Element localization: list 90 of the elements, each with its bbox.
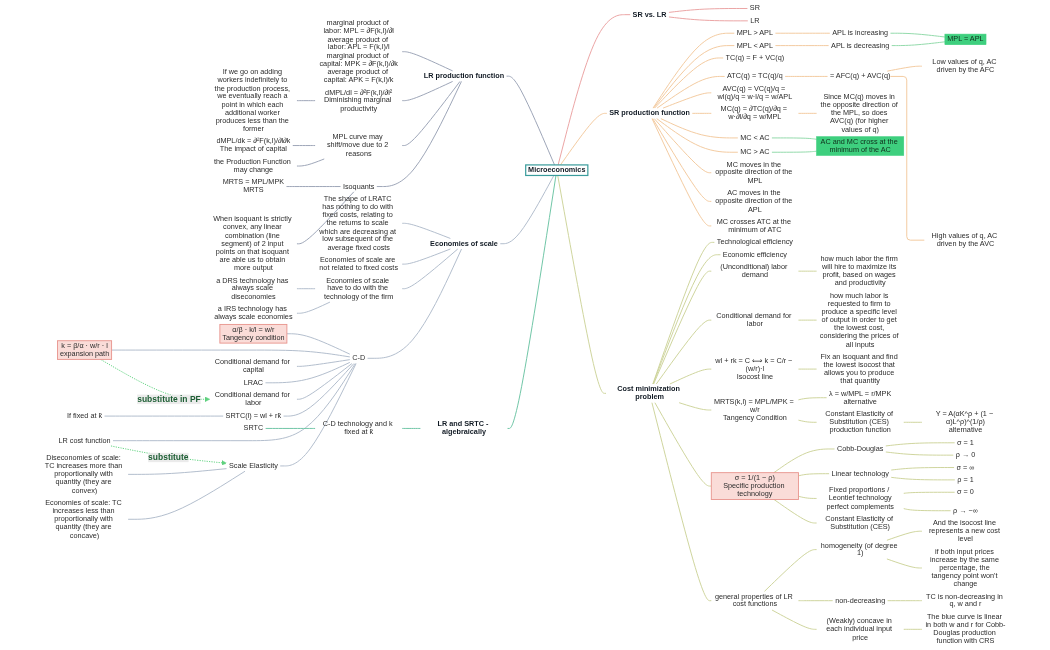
branch-line <box>652 241 715 385</box>
branch-line <box>401 51 454 72</box>
branch-line <box>401 427 421 429</box>
branch-line <box>112 363 356 442</box>
branch-line <box>886 558 923 569</box>
branch-line <box>127 470 246 520</box>
branch-line <box>296 288 316 290</box>
edge-label: substitute in PF <box>137 394 201 404</box>
branch-line <box>401 248 459 290</box>
branch-line <box>283 363 355 417</box>
branch-line <box>797 495 818 499</box>
branch-line <box>773 499 818 524</box>
branch-line <box>265 361 351 384</box>
branch-line <box>296 359 351 367</box>
branch-line <box>296 191 355 245</box>
branch-line <box>891 41 946 47</box>
branch-line <box>651 402 712 602</box>
branch-line <box>903 491 956 494</box>
branch-line <box>499 175 555 245</box>
branch-line <box>655 319 712 385</box>
branch-line <box>669 368 712 385</box>
branch-line <box>652 118 712 202</box>
branch-line <box>797 368 818 370</box>
branch-line <box>296 363 353 400</box>
branch-line <box>507 175 557 429</box>
branch-line <box>111 349 351 358</box>
branch-line <box>668 8 748 13</box>
branch-line <box>678 402 712 411</box>
branch-line <box>656 75 726 109</box>
branch-line <box>885 442 956 447</box>
branch-line <box>784 75 829 77</box>
branch-line <box>773 448 835 474</box>
branch-line <box>654 402 712 487</box>
branch-line <box>764 549 818 592</box>
branch-line <box>296 100 316 102</box>
branch-line <box>127 468 228 475</box>
branch-line <box>886 65 923 72</box>
branch-line <box>797 112 818 114</box>
branch-line <box>104 415 224 417</box>
branch-line <box>401 80 454 102</box>
branch-line <box>797 319 818 321</box>
branch-line <box>797 270 818 272</box>
branch-line <box>890 476 956 481</box>
branch-line <box>656 118 739 153</box>
branch-line <box>286 333 351 355</box>
branch-line <box>887 600 923 602</box>
branch-line <box>296 301 331 314</box>
branch-line <box>771 150 818 153</box>
branch-line <box>774 45 830 47</box>
branch-line <box>286 186 341 188</box>
branch-line <box>889 75 925 241</box>
branch-line <box>654 57 724 109</box>
branch-line <box>662 92 712 109</box>
branch-line <box>797 397 828 401</box>
branch-line <box>903 628 923 630</box>
branch-line <box>367 248 463 359</box>
branch-line <box>668 16 749 22</box>
branch-line <box>691 112 712 114</box>
branch-line <box>279 363 357 467</box>
branch-line <box>557 175 607 394</box>
branch-line <box>903 421 923 423</box>
branch-line <box>797 419 818 423</box>
branch-line <box>653 270 712 385</box>
branch-line <box>651 118 712 227</box>
branch-line <box>652 32 735 109</box>
branch-line <box>506 75 555 166</box>
branch-line <box>797 473 830 477</box>
branch-line <box>296 158 325 167</box>
branch-line <box>653 45 735 109</box>
branch-line <box>376 80 462 188</box>
branch-line <box>660 118 739 139</box>
branch-line <box>652 254 721 385</box>
branch-line <box>401 80 461 147</box>
branch-line <box>401 248 451 265</box>
branch-line <box>265 427 316 429</box>
branch-line <box>885 451 954 456</box>
branch-line <box>653 118 712 174</box>
branch-line <box>771 609 818 630</box>
branch-line <box>560 112 608 166</box>
branch-line <box>890 467 955 471</box>
branch-line <box>292 145 316 147</box>
branch-line <box>903 508 952 512</box>
branch-line <box>890 32 946 38</box>
branch-line <box>797 600 834 602</box>
branch-line <box>886 530 923 541</box>
branch-line <box>557 14 631 166</box>
edge-label: substitute <box>148 452 189 463</box>
branch-line <box>401 222 451 239</box>
branch-line <box>771 137 818 140</box>
branch-line <box>774 32 831 34</box>
